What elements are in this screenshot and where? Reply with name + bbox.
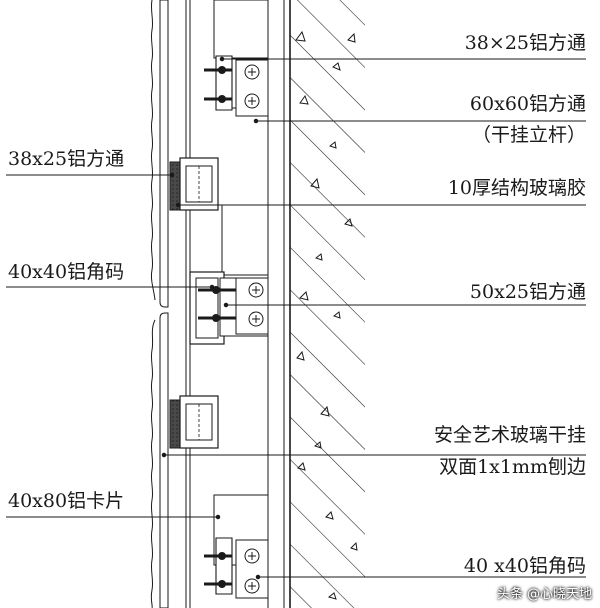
label-38x25-tube-right: 38×25铝方通 — [464, 32, 586, 54]
watermark: 头条 @心晓天地 — [496, 587, 592, 602]
label-38x25-tube-left: 38x25铝方通 — [8, 148, 125, 170]
label-upright-note: （干挂立杆） — [471, 124, 586, 146]
label-40x40-bracket-right: 40 x40铝角码 — [463, 555, 586, 577]
tube-38x25-upper — [169, 157, 219, 211]
label-50x25-tube: 50x25铝方通 — [469, 281, 586, 303]
label-60x60-tube: 60x60铝方通 — [469, 93, 586, 115]
angle-bracket-bottom — [204, 537, 269, 599]
angle-bracket-middle — [198, 277, 269, 335]
leader-lines — [6, 56, 586, 580]
concrete-wall — [283, 0, 365, 608]
label-40x40-bracket-left: 40x40铝角码 — [8, 261, 125, 283]
label-40x80-clip: 40x80铝卡片 — [8, 490, 125, 512]
angle-bracket-top — [204, 55, 269, 117]
label-art-glass-hanging: 安全艺术玻璃干挂 — [433, 424, 586, 446]
art-glass-panel-lower — [150, 312, 169, 608]
concrete-aggregate — [295, 30, 358, 600]
tube-38x25-lower — [169, 395, 219, 449]
art-glass-panel-upper — [150, 0, 169, 308]
label-structural-glue: 10厚结构玻璃胶 — [447, 177, 586, 199]
label-edge-finish: 双面1x1mm刨边 — [439, 456, 586, 478]
